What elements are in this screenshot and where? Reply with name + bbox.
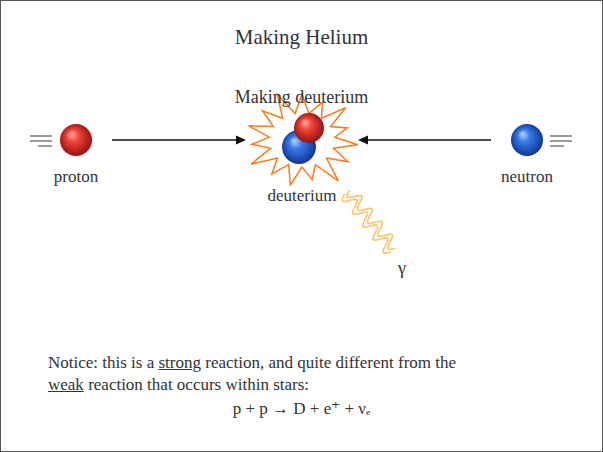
underlined-word: weak (48, 375, 84, 394)
particle-node: deuterium (246, 95, 358, 206)
gamma-wave (342, 194, 390, 253)
arrow-head (358, 136, 368, 145)
collision-burst (249, 94, 358, 185)
arrow-line (112, 139, 238, 141)
arrow-head (236, 136, 246, 145)
note-text: reaction that occurs within stars: (88, 375, 309, 394)
slide-title: Making Helium (0, 25, 603, 50)
deuterium-proton (294, 113, 324, 143)
particle-label: neutron (491, 167, 563, 187)
arrow-line (366, 139, 491, 141)
arrow-connector (112, 136, 246, 145)
note-line: weak reaction that occurs within stars: (48, 374, 456, 396)
particle-node: neutron (491, 120, 563, 187)
gamma-label: γ (398, 258, 406, 279)
note-paragraph: Notice: this is a strong reaction, and q… (48, 352, 456, 396)
particle-label: proton (40, 167, 112, 187)
particle-node: proton (40, 120, 112, 187)
note-text: reaction, and quite different from the (205, 353, 456, 372)
arrow-connector (358, 136, 491, 145)
starburst-outline (249, 94, 358, 185)
neutron-sphere (511, 124, 543, 156)
subtitle: Making deuterium (0, 87, 603, 108)
underlined-word: strong (158, 353, 201, 372)
proton-sphere (60, 124, 92, 156)
gamma-ray (342, 190, 395, 253)
note-text: Notice: this is a (48, 353, 154, 372)
note-line: Notice: this is a strong reaction, and q… (48, 352, 456, 374)
reaction-equation: p + p → D + e⁺ + νₑ (0, 398, 603, 419)
particle-label: deuterium (246, 186, 358, 206)
